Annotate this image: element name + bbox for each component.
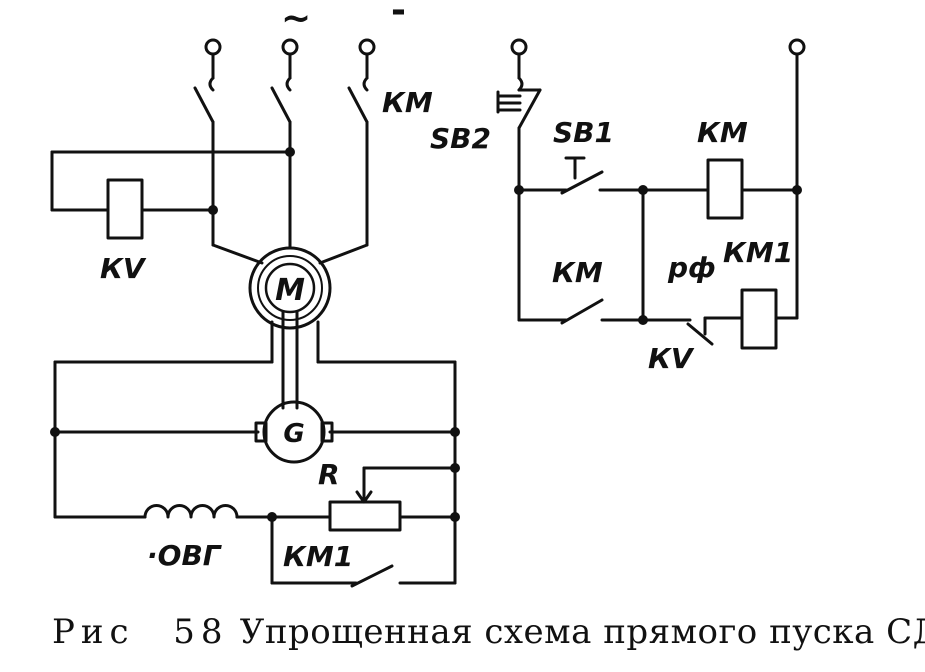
caption-title: Упрощенная схема прямого пуска СД [239,612,925,652]
control-terminal-left [510,38,528,92]
kv-relay-loop [50,150,292,212]
km1-coil-label: КМ1 [723,236,793,269]
supply-ac-label: ~ [281,0,311,39]
generator [254,400,334,464]
excitation-wiring [53,360,457,588]
motor-label: М [275,273,305,308]
rf-label: рф [667,251,716,284]
supply-terminal-l3 [358,38,376,92]
caption-fig-number: 58 [173,612,229,652]
supply-dc-label: - [391,0,406,31]
rheostat-label: R [318,458,340,491]
sb2-stop-button [496,88,542,130]
rheostat [328,500,402,532]
motor-shaft [270,310,320,410]
kv-relay-label: КV [100,252,147,285]
control-terminal-right [788,38,806,194]
km-coil [706,158,744,220]
control-wiring [517,126,799,346]
km-coil-label: КМ [697,116,748,149]
km1-coil [740,288,778,350]
sb2-label: SB2 [430,122,491,155]
km-main-contacts [193,86,369,124]
field-winding-label: ·ОВГ [147,539,223,572]
sb1-label: SB1 [553,116,614,149]
sb1-start-button [564,156,586,180]
kv-contact-label: КV [648,342,695,375]
km1-contact-label: КМ1 [283,540,353,573]
supply-terminal-l1 [204,38,222,92]
power-wires [211,120,369,265]
generator-label: G [283,419,304,449]
motor [248,246,332,330]
field-winding [143,504,239,519]
supply-terminal-l2 [281,38,299,92]
junction-dots [50,147,802,522]
caption-fig-label: Рис [52,612,135,652]
km-hold-contact-label: КМ [552,256,603,289]
figure-caption: Рис 58 Упрощенная схема прямого пуска СД [52,612,925,652]
km-main-label: КМ [382,86,433,119]
kv-relay-coil [106,178,144,240]
